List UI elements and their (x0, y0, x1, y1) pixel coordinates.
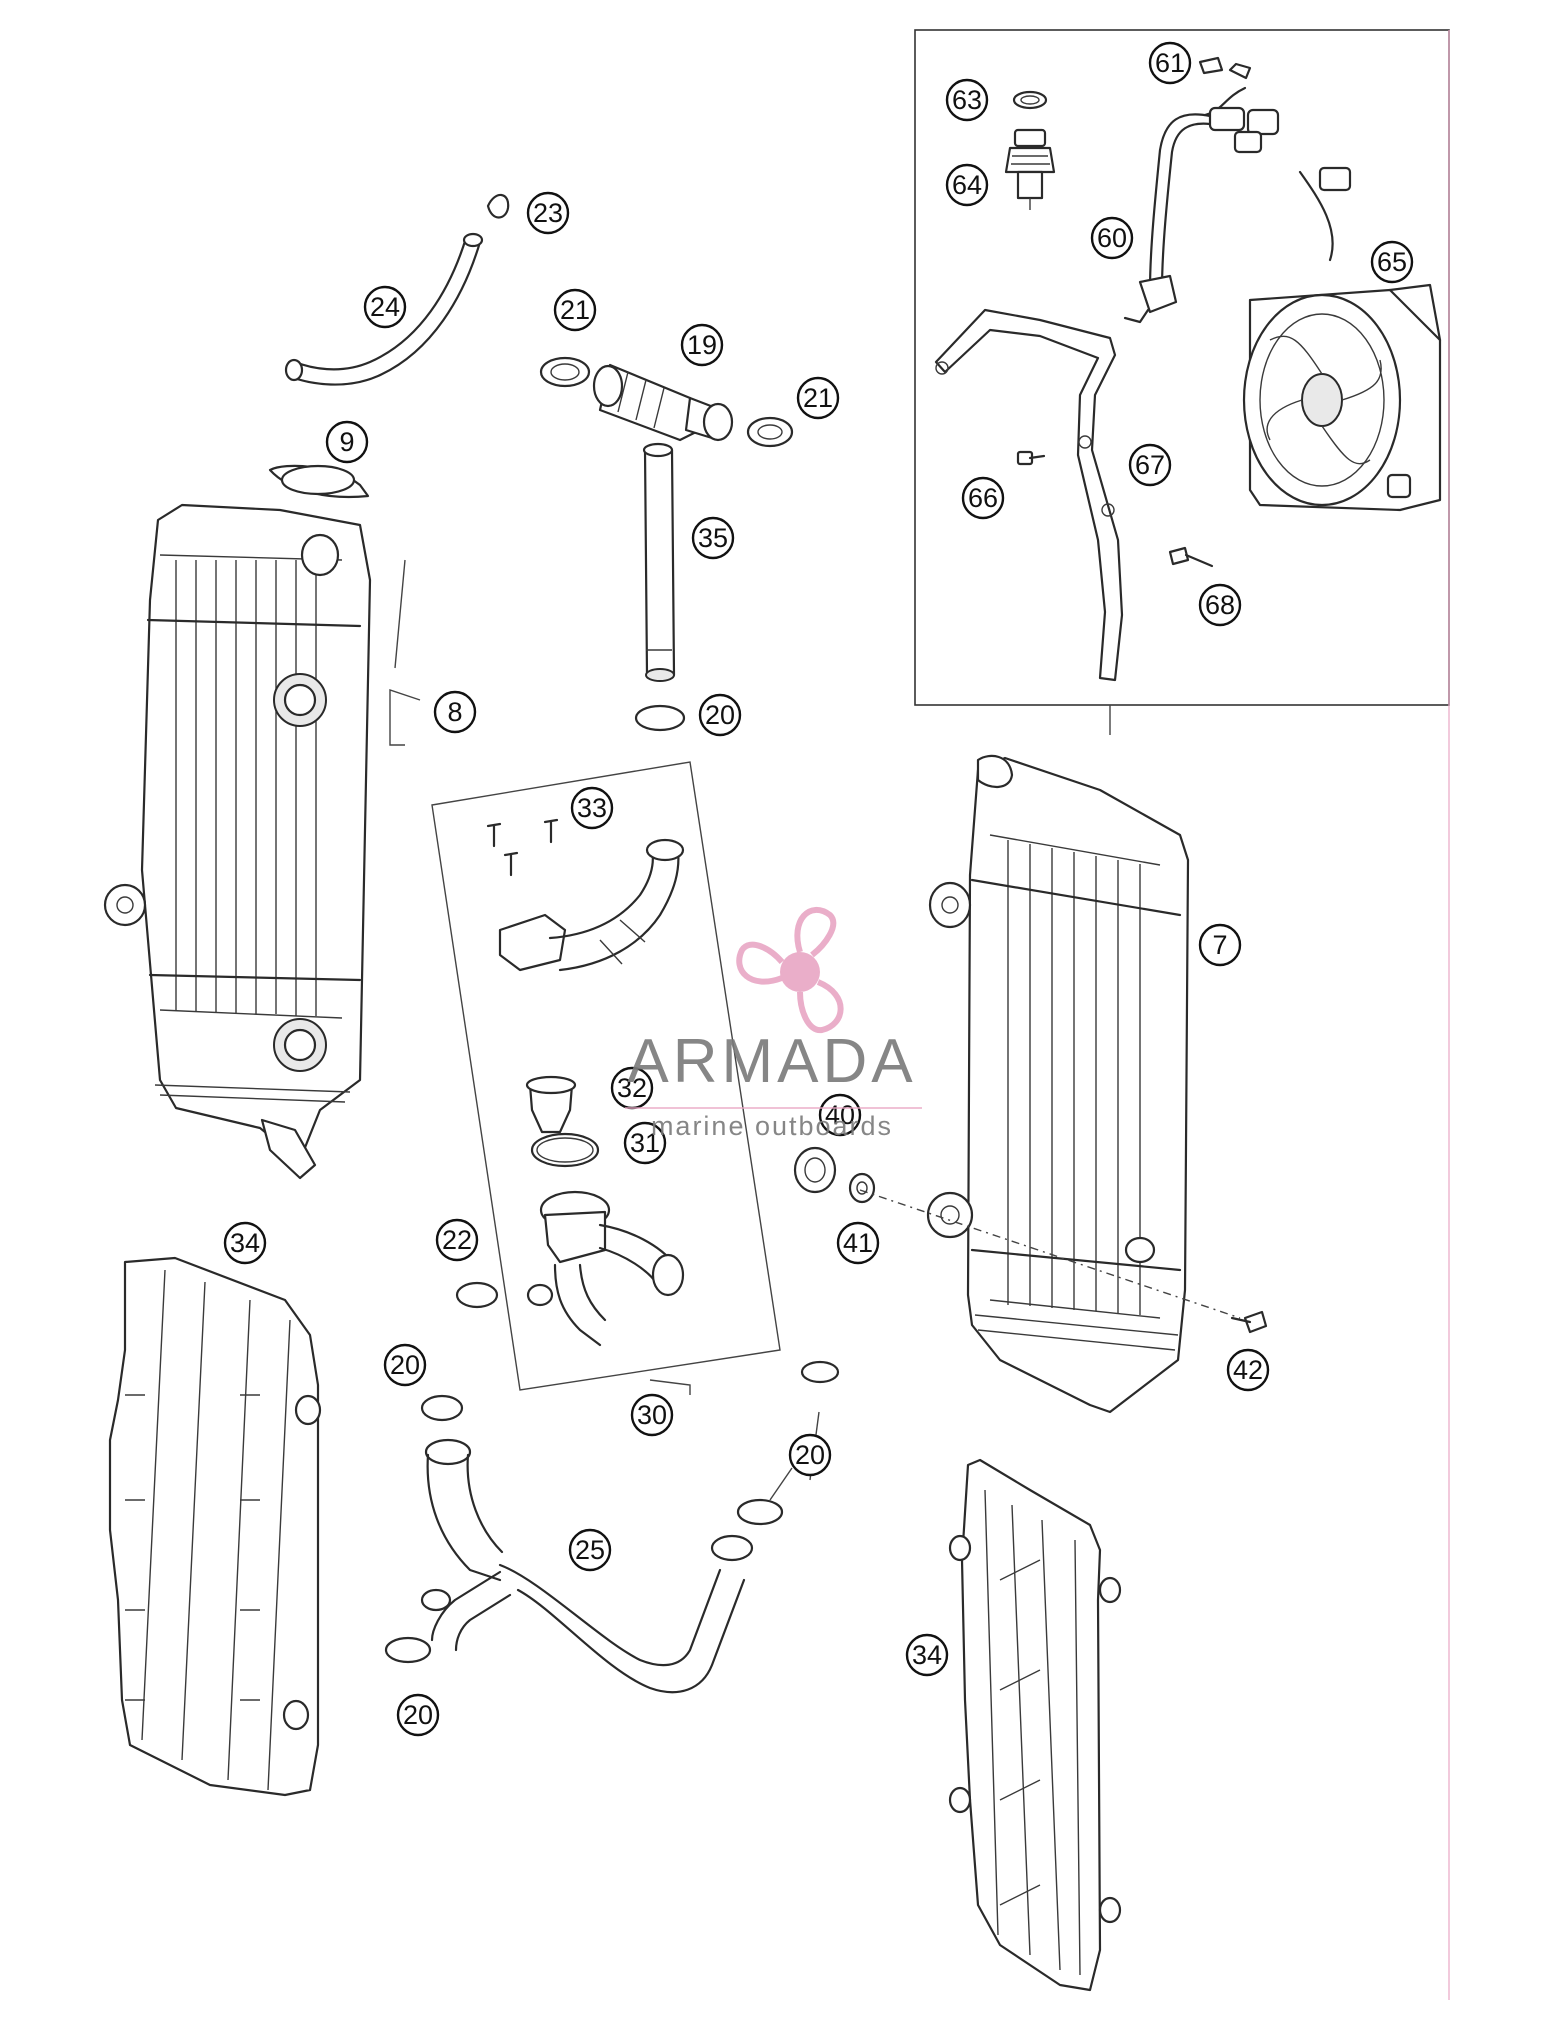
svg-text:60: 60 (1097, 223, 1127, 253)
callout-20-left: 20 (383, 1343, 427, 1387)
callout-23: 23 (526, 191, 570, 235)
svg-text:21: 21 (560, 295, 590, 325)
callout-63: 63 (945, 78, 989, 122)
coolant-pipe-part (642, 442, 676, 682)
left-radiator-part (103, 464, 372, 1180)
hose-clamp-part (634, 704, 686, 732)
mount-hardware-parts (793, 1146, 1268, 1334)
svg-text:20: 20 (390, 1350, 420, 1380)
hose-clamp-22-part (455, 1281, 499, 1309)
callout-34-left: 34 (223, 1221, 267, 1265)
callout-21-left: 21 (553, 288, 597, 332)
svg-text:35: 35 (698, 523, 728, 553)
screw-66-part (1016, 450, 1046, 466)
svg-text:9: 9 (339, 427, 354, 457)
right-radiator-guard-part (948, 1458, 1122, 1992)
callout-68: 68 (1198, 583, 1242, 627)
callout-34-right: 34 (905, 1633, 949, 1677)
svg-text:34: 34 (230, 1228, 260, 1258)
callout-64: 64 (945, 163, 989, 207)
wiring-harness-part (1123, 56, 1280, 324)
svg-text:31: 31 (630, 1128, 660, 1158)
callout-65: 65 (1370, 240, 1414, 284)
callout-31: 31 (623, 1121, 667, 1165)
callout-24: 24 (363, 285, 407, 329)
svg-text:23: 23 (533, 198, 563, 228)
svg-text:7: 7 (1212, 930, 1227, 960)
y-hose-part (384, 1360, 840, 1694)
svg-text:20: 20 (795, 1440, 825, 1470)
temperature-switch-part (1004, 90, 1056, 210)
callout-8: 8 (433, 690, 477, 734)
callout-25: 25 (568, 1528, 612, 1572)
callout-22: 22 (435, 1218, 479, 1262)
callout-20-bottom: 20 (396, 1693, 440, 1737)
svg-text:19: 19 (687, 330, 717, 360)
fan-bracket-part (934, 308, 1124, 682)
watermark-tagline: marine outboards (651, 1111, 893, 1141)
svg-text:25: 25 (575, 1535, 605, 1565)
svg-text:24: 24 (370, 292, 400, 322)
callout-61: 61 (1148, 41, 1192, 85)
thermostat-assembly-frame (431, 761, 781, 1391)
svg-text:32: 32 (617, 1073, 647, 1103)
watermark-brand: ARMADA (627, 1027, 916, 1096)
callout-20-right: 20 (788, 1433, 832, 1477)
svg-text:30: 30 (637, 1400, 667, 1430)
callout-41: 41 (836, 1221, 880, 1265)
svg-text:65: 65 (1377, 247, 1407, 277)
right-radiator-part (926, 754, 1190, 1414)
callout-20-top: 20 (698, 693, 742, 737)
thermostat-housing-parts (486, 818, 685, 1347)
overflow-hose-part (284, 193, 510, 386)
left-radiator-guard-part (108, 1256, 322, 1797)
callout-67: 67 (1128, 443, 1172, 487)
svg-text:21: 21 (803, 383, 833, 413)
callout-33: 33 (570, 786, 614, 830)
callout-9: 9 (325, 420, 369, 464)
callout-66: 66 (961, 476, 1005, 520)
callout-42: 42 (1226, 1348, 1270, 1392)
radiator-fan-part (1242, 166, 1442, 512)
armada-watermark: ARMADA marine outboards (625, 907, 922, 1141)
callout-7: 7 (1198, 923, 1242, 967)
propeller-icon (736, 907, 844, 1033)
svg-text:40: 40 (825, 1100, 855, 1130)
svg-text:20: 20 (705, 700, 735, 730)
svg-text:42: 42 (1233, 1355, 1263, 1385)
svg-text:66: 66 (968, 483, 998, 513)
pin-68-part (1168, 546, 1214, 568)
callout-60: 60 (1090, 216, 1134, 260)
svg-text:22: 22 (442, 1225, 472, 1255)
svg-text:61: 61 (1155, 48, 1185, 78)
callout-19: 19 (680, 323, 724, 367)
svg-text:20: 20 (403, 1700, 433, 1730)
callout-30: 30 (630, 1393, 674, 1437)
svg-text:68: 68 (1205, 590, 1235, 620)
callout-21-right: 21 (796, 376, 840, 420)
svg-text:67: 67 (1135, 450, 1165, 480)
callout-35: 35 (691, 516, 735, 560)
svg-text:34: 34 (912, 1640, 942, 1670)
svg-text:63: 63 (952, 85, 982, 115)
svg-text:64: 64 (952, 170, 982, 200)
svg-text:8: 8 (447, 697, 462, 727)
svg-text:41: 41 (843, 1228, 873, 1258)
svg-text:33: 33 (577, 793, 607, 823)
hose-connector-part (539, 356, 794, 448)
callout-40: 40 (818, 1093, 862, 1137)
